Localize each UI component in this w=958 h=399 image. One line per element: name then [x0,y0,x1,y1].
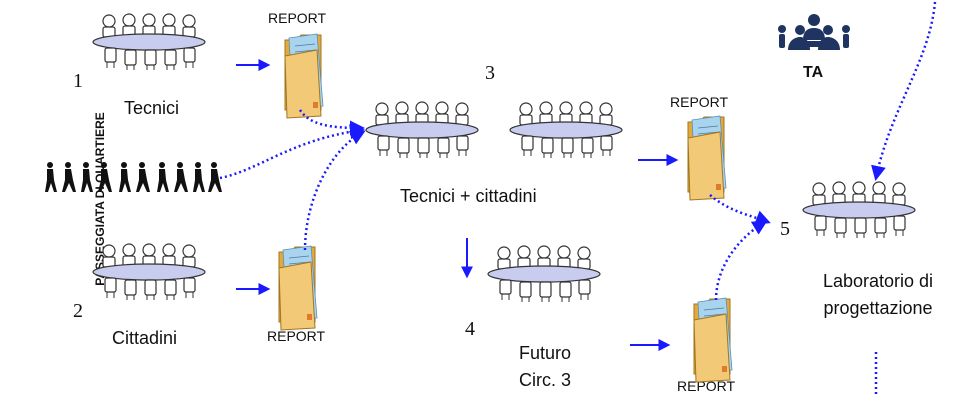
dotted-input-to-lab [871,1,937,181]
report-folder-4 [693,297,733,383]
meeting-futuro [487,245,601,303]
step-number-3: 3 [485,62,495,84]
laboratorio-line-2: progettazione [823,298,933,318]
laboratorio-line-1: Laboratorio di [822,271,934,291]
report-folder-3 [687,115,727,201]
meeting-joint-right [509,101,623,159]
meeting-cittadini [92,243,206,301]
dotted-report2-to-joint [303,130,366,251]
meeting-tecnici [92,13,206,71]
report-label-3: REPORT [670,94,729,110]
report-label-2: REPORT [267,328,326,344]
tecnici-cittadini-label: Tecnici + cittadini [400,186,537,206]
meeting-joint-left [365,101,479,159]
tecnici-label: Tecnici [124,98,180,118]
laboratorio-label: Laboratorio di progettazione [798,268,958,322]
step-number-4: 4 [465,318,475,340]
dotted-report4-to-lab [714,220,768,301]
team-icon [778,14,850,50]
report-folder-2 [278,245,318,331]
report-folder-1 [284,33,324,119]
cittadini-label: Cittadini [112,328,178,348]
step-number-5: 5 [780,218,790,240]
dotted-report3-to-lab [709,194,771,225]
dotted-walk-to-joint [219,124,365,180]
report-label-1: REPORT [268,10,327,26]
step-number-2: 2 [73,300,83,322]
meeting-laboratorio [802,181,916,239]
futuro-line-1: Futuro [518,343,572,363]
futuro-line-2: Circ. 3 [518,370,571,390]
step-number-1: 1 [73,70,83,92]
futuro-label: Futuro Circ. 3 [500,340,590,394]
walking-people-icon [45,162,222,192]
ta-label: TA [803,64,824,81]
report-label-4: REPORT [677,378,736,394]
